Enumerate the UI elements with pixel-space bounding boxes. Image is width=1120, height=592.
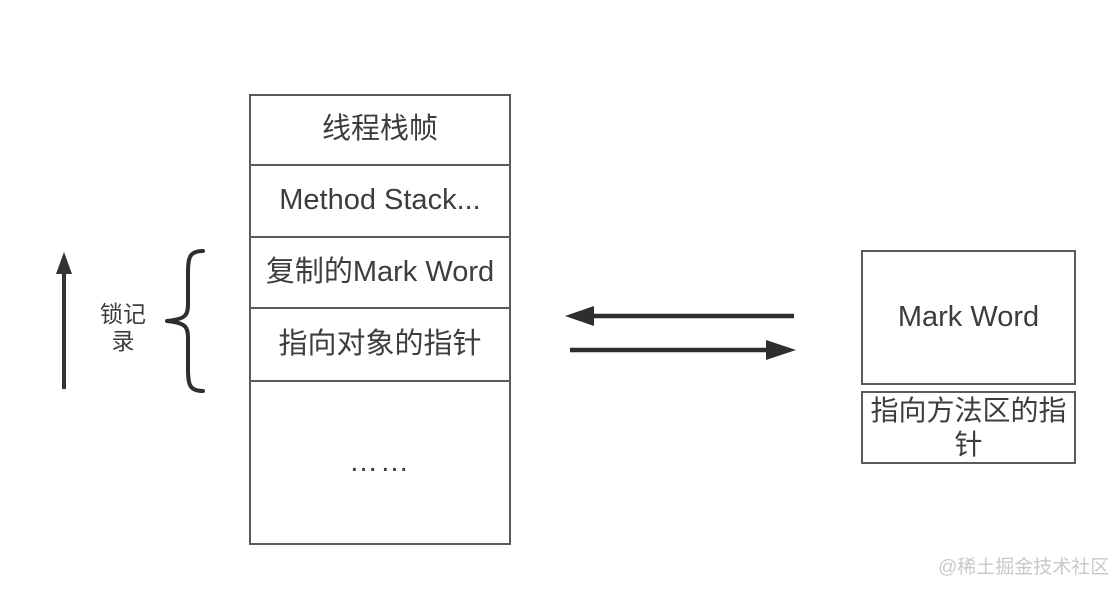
arrow-right-icon (570, 340, 796, 360)
curly-brace-icon (165, 249, 205, 393)
method-area-pointer-box: 指向方法区的指针 (861, 391, 1076, 464)
up-arrow-icon (56, 252, 72, 389)
row-label: Method Stack... (279, 184, 481, 217)
row-label: 复制的Mark Word (265, 255, 495, 288)
exchange-arrows (565, 306, 796, 360)
table-row-method-stack: Method Stack... (251, 166, 509, 238)
lock-record-label: 锁记录 (100, 301, 146, 354)
table-row-ellipsis: …… (251, 382, 509, 543)
method-area-pointer-label: 指向方法区的指针 (870, 394, 1067, 460)
watermark: @稀土掘金技术社区 (938, 557, 1110, 578)
thread-stack-frame-table: 线程栈帧 Method Stack... 复制的Mark Word 指向对象的指… (249, 94, 511, 545)
mark-word-box: Mark Word (861, 250, 1076, 385)
arrow-left-icon (565, 306, 794, 326)
table-row-thread-stack-frame: 线程栈帧 (251, 96, 509, 166)
row-label: …… (349, 445, 411, 478)
row-label: 线程栈帧 (321, 113, 438, 146)
table-row-copied-mark-word: 复制的Mark Word (251, 238, 509, 309)
table-row-object-pointer: 指向对象的指针 (251, 309, 509, 382)
mark-word-label: Mark Word (897, 301, 1040, 333)
row-label: 指向对象的指针 (278, 327, 482, 360)
